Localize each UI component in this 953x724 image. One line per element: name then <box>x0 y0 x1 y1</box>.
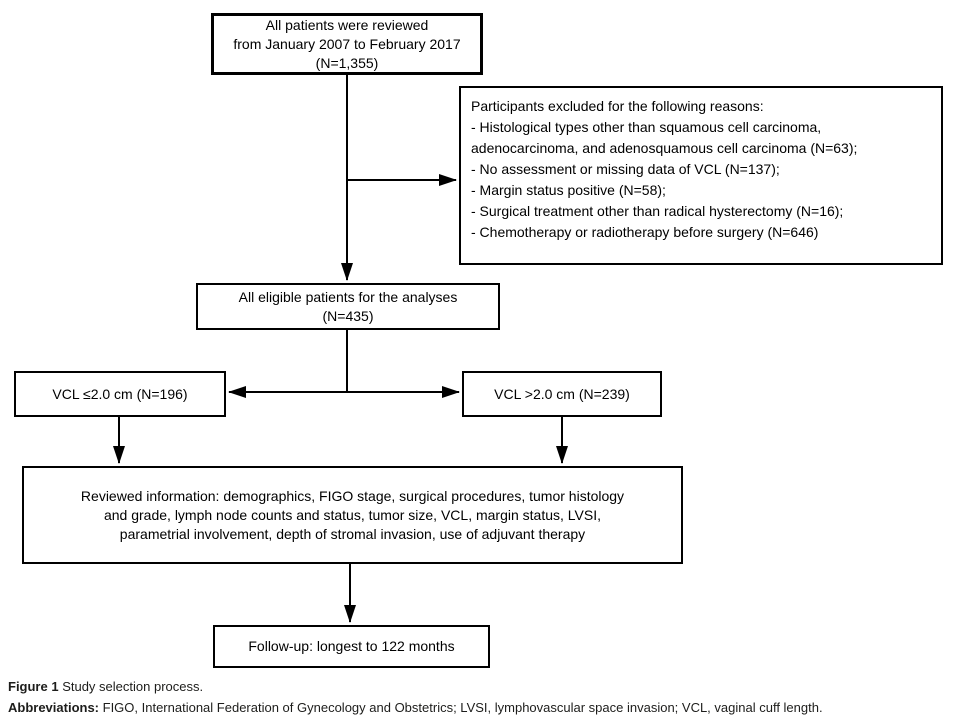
figure-caption: Figure 1 Study selection process. Abbrev… <box>8 676 948 718</box>
figure-abbreviations-line: Abbreviations: FIGO, International Feder… <box>8 697 948 718</box>
box-vcl-low: VCL ≤2.0 cm (N=196) <box>14 371 226 417</box>
box-eligible-patients: All eligible patients for the analyses (… <box>196 283 500 330</box>
box-all-patients: All patients were reviewed from January … <box>211 13 483 75</box>
box-followup: Follow-up: longest to 122 months <box>213 625 490 668</box>
box-vcl-high: VCL >2.0 cm (N=239) <box>462 371 662 417</box>
figure-caption-line: Figure 1 Study selection process. <box>8 676 948 697</box>
figure-abbreviations-text: FIGO, International Federation of Gyneco… <box>99 700 823 715</box>
box-reviewed-information: Reviewed information: demographics, FIGO… <box>22 466 683 564</box>
figure-caption-label: Figure 1 <box>8 679 59 694</box>
figure-caption-text: Study selection process. <box>58 679 204 694</box>
figure-abbreviations-label: Abbreviations: <box>8 700 100 715</box>
box-excluded-participants: Participants excluded for the following … <box>459 86 943 265</box>
